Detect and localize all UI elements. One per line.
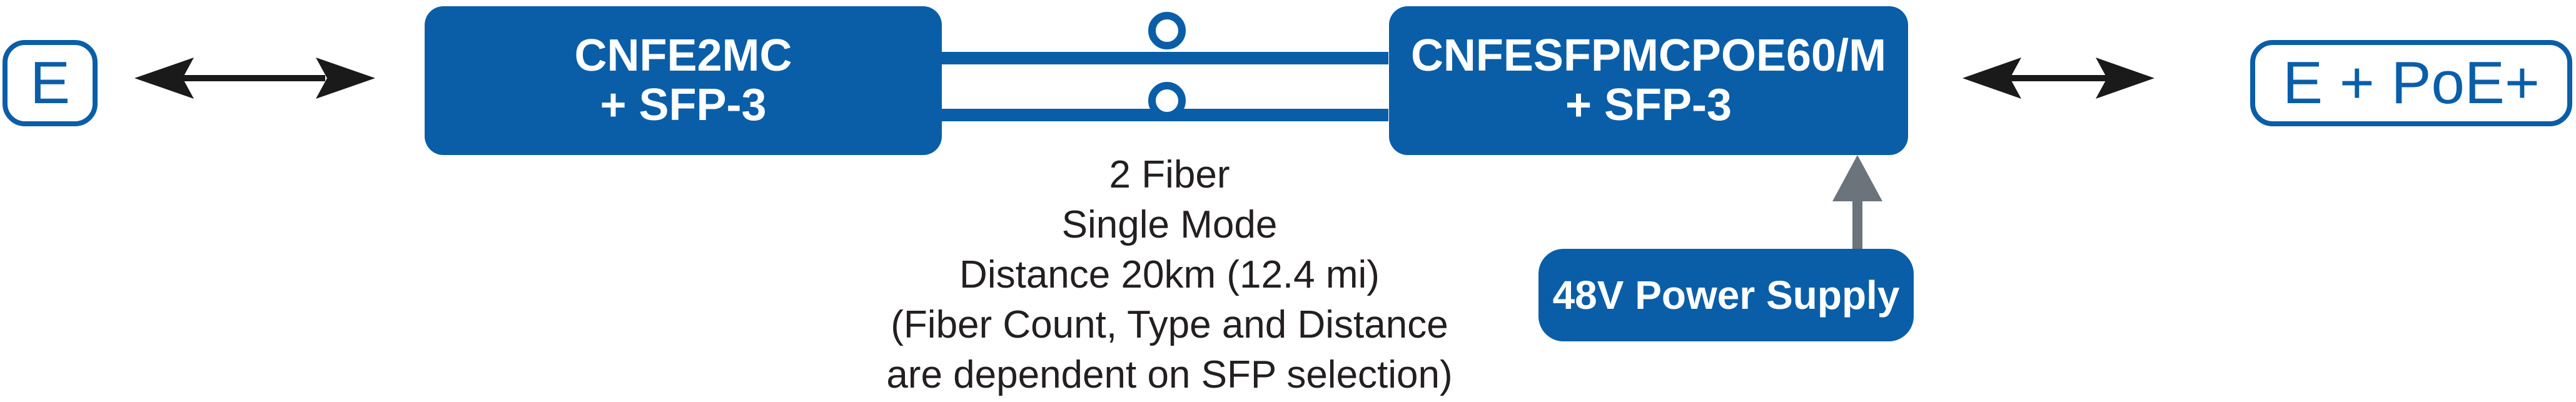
- left-double-arrow: [134, 58, 375, 99]
- fiber-connector-bottom: [1148, 82, 1186, 119]
- fiber-note-line1: (Fiber Count, Type and Distance: [891, 303, 1448, 346]
- left-endpoint-label: E: [29, 49, 71, 116]
- fiber-strand-top: [938, 52, 1388, 64]
- right-media-converter: CNFESFPMCPOE60/M + SFP-3: [1389, 6, 1908, 155]
- right-device-model: CNFESFPMCPOE60/M: [1410, 30, 1887, 81]
- left-endpoint-box: E: [3, 40, 98, 126]
- left-media-converter: CNFE2MC + SFP-3: [425, 6, 942, 155]
- fiber-connector-top: [1148, 12, 1186, 49]
- right-endpoint-box: E + PoE+: [2250, 40, 2572, 126]
- power-supply-label: 48V Power Supply: [1552, 273, 1900, 318]
- right-endpoint-label: E + PoE+: [2283, 49, 2540, 116]
- fiber-distance-text: Distance 20km (12.4 mi): [959, 253, 1380, 296]
- left-device-sfp: + SFP-3: [600, 80, 767, 130]
- power-arrow: [1832, 155, 1882, 250]
- power-supply-box: 48V Power Supply: [1538, 249, 1914, 341]
- right-device-sfp: + SFP-3: [1565, 80, 1732, 130]
- left-device-model: CNFE2MC: [574, 30, 792, 81]
- fiber-note-line2: are dependent on SFP selection): [886, 353, 1453, 396]
- fiber-count-text: 2 Fiber: [1109, 153, 1230, 196]
- fiber-link: [938, 12, 1388, 121]
- fiber-mode-text: Single Mode: [1061, 203, 1278, 246]
- fiber-description: 2 Fiber Single Mode Distance 20km (12.4 …: [813, 150, 1526, 400]
- right-double-arrow: [1962, 58, 2154, 99]
